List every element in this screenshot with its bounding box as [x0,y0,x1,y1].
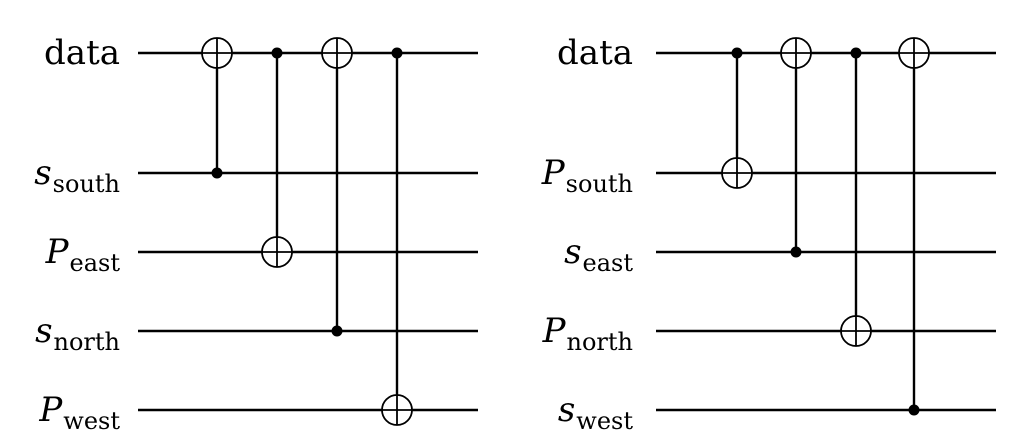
qubit-symbol: s [558,390,575,430]
qubit-symbol: P [38,390,63,430]
target-xor-icon [780,37,812,69]
target-xor-icon [840,315,872,347]
cnot-gate [721,47,753,189]
qubit-symbol: P [541,153,566,193]
target-xor-icon [201,37,233,69]
cnot-gate [780,37,812,258]
qubit-symbol: s [35,311,52,351]
cnot-gate [261,47,293,268]
qubit-symbol: data [557,33,633,73]
qubit-symbol: data [44,33,120,73]
control-dot [271,47,283,59]
control-dot [850,47,862,59]
qubit-symbol: P [45,232,70,272]
target-xor-icon [381,394,413,426]
qubit-symbol: s [564,232,581,272]
qubit-subscript: north [54,328,120,356]
control-dot [731,47,743,59]
qubit-subscript: south [566,170,633,198]
target-xor-icon [898,37,930,69]
control-dot [908,404,920,416]
qubit-symbol: s [34,153,51,193]
qubit-subscript: east [583,249,634,277]
qubit-subscript: east [70,249,121,277]
qubit-subscript: south [53,170,120,198]
cnot-gate [898,37,930,416]
qubit-label: Peast [45,232,121,277]
qubit-label: seast [564,232,633,277]
qubit-symbol: P [542,311,567,351]
target-xor-icon [721,157,753,189]
qubit-subscript: west [63,407,120,435]
qubit-label: snorth [35,311,120,356]
qubit-label: Pwest [38,390,120,435]
qubit-label: data [44,33,120,73]
cnot-gate [840,47,872,347]
target-xor-icon [261,236,293,268]
cnot-gate [321,37,353,337]
control-dot [391,47,403,59]
qubit-subscript: west [576,407,633,435]
cnot-gate [201,37,233,179]
qubit-label: Psouth [541,153,633,198]
control-dot [211,167,223,179]
cnot-gate [381,47,413,426]
control-dot [331,325,343,337]
qubit-label: swest [558,390,634,435]
target-xor-icon [321,37,353,69]
qubit-label: ssouth [34,153,120,198]
qubit-label: data [557,33,633,73]
qubit-label: Pnorth [542,311,633,356]
qubit-subscript: north [567,328,633,356]
control-dot [790,246,802,258]
